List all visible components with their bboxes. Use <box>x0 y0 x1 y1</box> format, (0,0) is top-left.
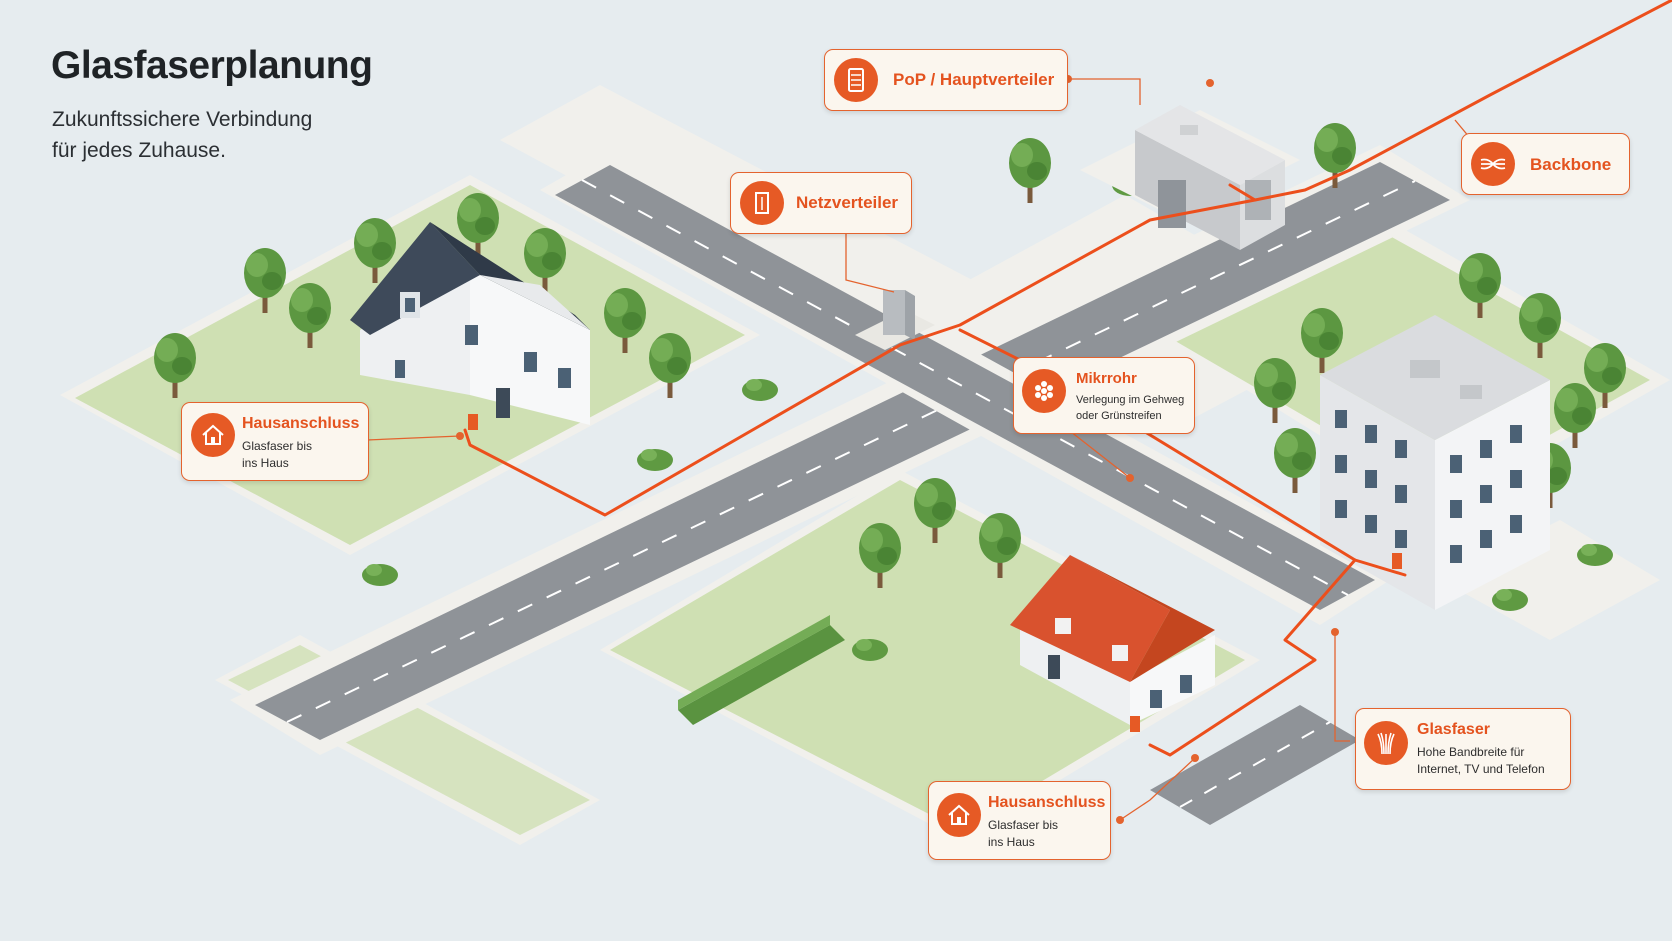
server-rack-icon <box>834 58 878 102</box>
callout-glasfaser-desc: Hohe Bandbreite für Internet, TV und Tel… <box>1417 745 1545 776</box>
callout-netzverteiler-label: Netzverteiler <box>796 193 899 212</box>
fiber-route <box>463 0 1672 757</box>
cabinet-icon <box>740 181 784 225</box>
microduct-icon <box>1022 369 1066 413</box>
callout-hausanschluss-bottom-label: Hausanschluss <box>988 794 1106 811</box>
pop-building <box>1080 105 1300 250</box>
callout-pop-label: PoP / Hauptverteiler <box>893 70 1055 89</box>
roads <box>230 145 1470 825</box>
callout-glasfaser-label: Glasfaser <box>1417 721 1490 738</box>
apartment-building <box>1320 315 1550 610</box>
page-title: Glasfaserplanung <box>51 44 373 87</box>
house-icon <box>937 793 981 837</box>
callout-hausanschluss-left-desc: Glasfaser bis ins Haus <box>242 439 313 470</box>
subtitle-line-1: Zukunftssichere Verbindung <box>52 108 313 131</box>
callout-hausanschluss-bottom-desc: Glasfaser bis ins Haus <box>988 818 1059 849</box>
callout-netzverteiler: Netzverteiler <box>730 172 912 234</box>
callout-pop: PoP / Hauptverteiler <box>824 49 1068 111</box>
callout-hausanschluss-bottom: Hausanschluss Glasfaser bis ins Haus <box>928 781 1111 860</box>
house-bottom <box>1010 555 1215 732</box>
page-subtitle: Zukunftssichere Verbindung für jedes Zuh… <box>52 104 312 166</box>
vegetation <box>154 123 1626 725</box>
callout-hausanschluss-left: Hausanschluss Glasfaser bis ins Haus <box>181 402 369 481</box>
callout-glasfaser: Glasfaser Hohe Bandbreite für Internet, … <box>1355 708 1571 790</box>
callout-backbone: Backbone <box>1461 133 1630 195</box>
house-left <box>350 222 590 430</box>
callout-mikrorohr-label: Mikrrohr <box>1076 370 1137 387</box>
fiber-cable-icon <box>1471 142 1515 186</box>
callout-mikrorohr-desc: Verlegung im Gehweg oder Grünstreifen <box>1076 394 1185 422</box>
callout-backbone-label: Backbone <box>1530 155 1612 174</box>
subtitle-line-2: für jedes Zuhause. <box>52 139 226 162</box>
callout-mikrorohr: Mikrrohr Verlegung im Gehweg oder Grünst… <box>1013 357 1195 434</box>
street-cabinet <box>855 290 935 350</box>
callout-hausanschluss-left-label: Hausanschluss <box>242 415 360 432</box>
house-icon <box>191 413 235 457</box>
fiber-strands-icon <box>1364 721 1408 765</box>
